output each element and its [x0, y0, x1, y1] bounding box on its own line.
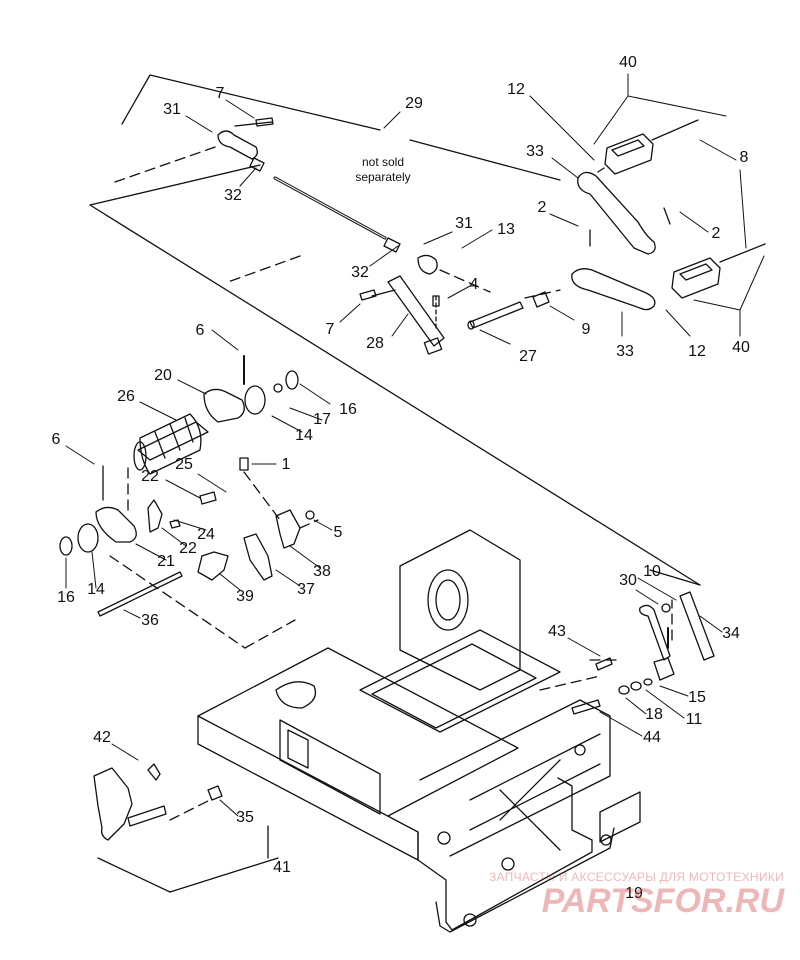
callout-14-top: 14 — [295, 427, 313, 444]
shift-drum-assembly — [59, 355, 299, 556]
callout-6-left: 6 — [51, 431, 61, 448]
callout-12-bottom: 12 — [688, 343, 706, 360]
shift-pawl — [93, 763, 279, 893]
callout-12-top: 12 — [507, 81, 525, 98]
callout-33-top: 33 — [526, 143, 544, 160]
callout-16-top: 16 — [339, 401, 357, 418]
callout-22-top: 22 — [141, 468, 159, 485]
callout-33-bottom: 33 — [616, 343, 634, 360]
callout-20: 20 — [154, 367, 172, 384]
shift-rod — [217, 117, 438, 275]
callout-7-mid: 7 — [325, 321, 335, 338]
shift-arm — [359, 275, 445, 355]
callout-5: 5 — [333, 524, 343, 541]
callout-11: 11 — [685, 711, 703, 728]
watermark: ЗАПЧАСТИ И АКСЕССУАРЫ ДЛЯ МОТОТЕХНИКИ PA… — [489, 870, 784, 918]
callout-36: 36 — [141, 612, 159, 629]
dash-lines-mid — [109, 467, 673, 821]
callout-10: 10 — [643, 563, 661, 580]
callout-44: 44 — [643, 729, 661, 746]
callout-24: 24 — [197, 526, 215, 543]
callout-17: 17 — [313, 411, 331, 428]
callout-27: 27 — [519, 348, 537, 365]
callout-2-left: 2 — [537, 199, 547, 216]
callout-1: 1 — [281, 456, 291, 473]
watermark-tagline: ЗАПЧАСТИ И АКСЕССУАРЫ ДЛЯ МОТОТЕХНИКИ — [488, 870, 784, 884]
callout-4: 4 — [469, 276, 479, 293]
callout-14-bottom: 14 — [87, 581, 105, 598]
callout-26: 26 — [117, 388, 135, 405]
callout-35: 35 — [236, 809, 254, 826]
callout-18: 18 — [645, 706, 663, 723]
dash-lines-top — [114, 145, 561, 299]
callout-43: 43 — [548, 623, 566, 640]
callout-25: 25 — [175, 456, 193, 473]
callout-31-mid: 31 — [455, 215, 473, 232]
callout-39: 39 — [236, 588, 254, 605]
callout-40-top: 40 — [619, 54, 637, 71]
callout-22-bottom: 22 — [179, 540, 197, 557]
callout-32-mid: 32 — [351, 264, 369, 281]
callout-31-top: 31 — [163, 101, 181, 118]
callout-8: 8 — [739, 149, 749, 166]
callout-19: 19 — [625, 885, 643, 902]
callout-29: 29 — [405, 95, 423, 112]
callout-42: 42 — [93, 729, 111, 746]
leader-lines — [65, 73, 765, 817]
callout-32-top: 32 — [224, 187, 242, 204]
right-side-parts — [571, 591, 715, 715]
callout-37: 37 — [297, 581, 315, 598]
shift-forks — [197, 509, 315, 581]
transmission-housing — [197, 529, 641, 933]
callout-41: 41 — [273, 859, 291, 876]
watermark-brand: PARTSFOR.RU — [541, 882, 784, 920]
callout-13: 13 — [497, 221, 515, 238]
callout-9: 9 — [581, 321, 591, 338]
callout-15: 15 — [688, 689, 706, 706]
callout-28: 28 — [366, 335, 384, 352]
callout-30: 30 — [619, 572, 637, 589]
shift-rail — [97, 571, 183, 617]
callout-21: 21 — [157, 553, 175, 570]
callout-16-bottom: 16 — [57, 589, 75, 606]
shifter-shaft — [467, 291, 550, 330]
callout-7-top: 7 — [215, 85, 225, 102]
callout-38: 38 — [313, 563, 331, 580]
callout-6-top: 6 — [195, 322, 205, 339]
callout-40-bottom: 40 — [732, 339, 750, 356]
shifter-levers — [571, 119, 766, 311]
callout-2-right: 2 — [711, 225, 721, 242]
callout-34: 34 — [722, 625, 740, 642]
not-sold-separately-note: not sold separately — [355, 155, 411, 184]
shift-linkage-boundary — [89, 74, 701, 586]
